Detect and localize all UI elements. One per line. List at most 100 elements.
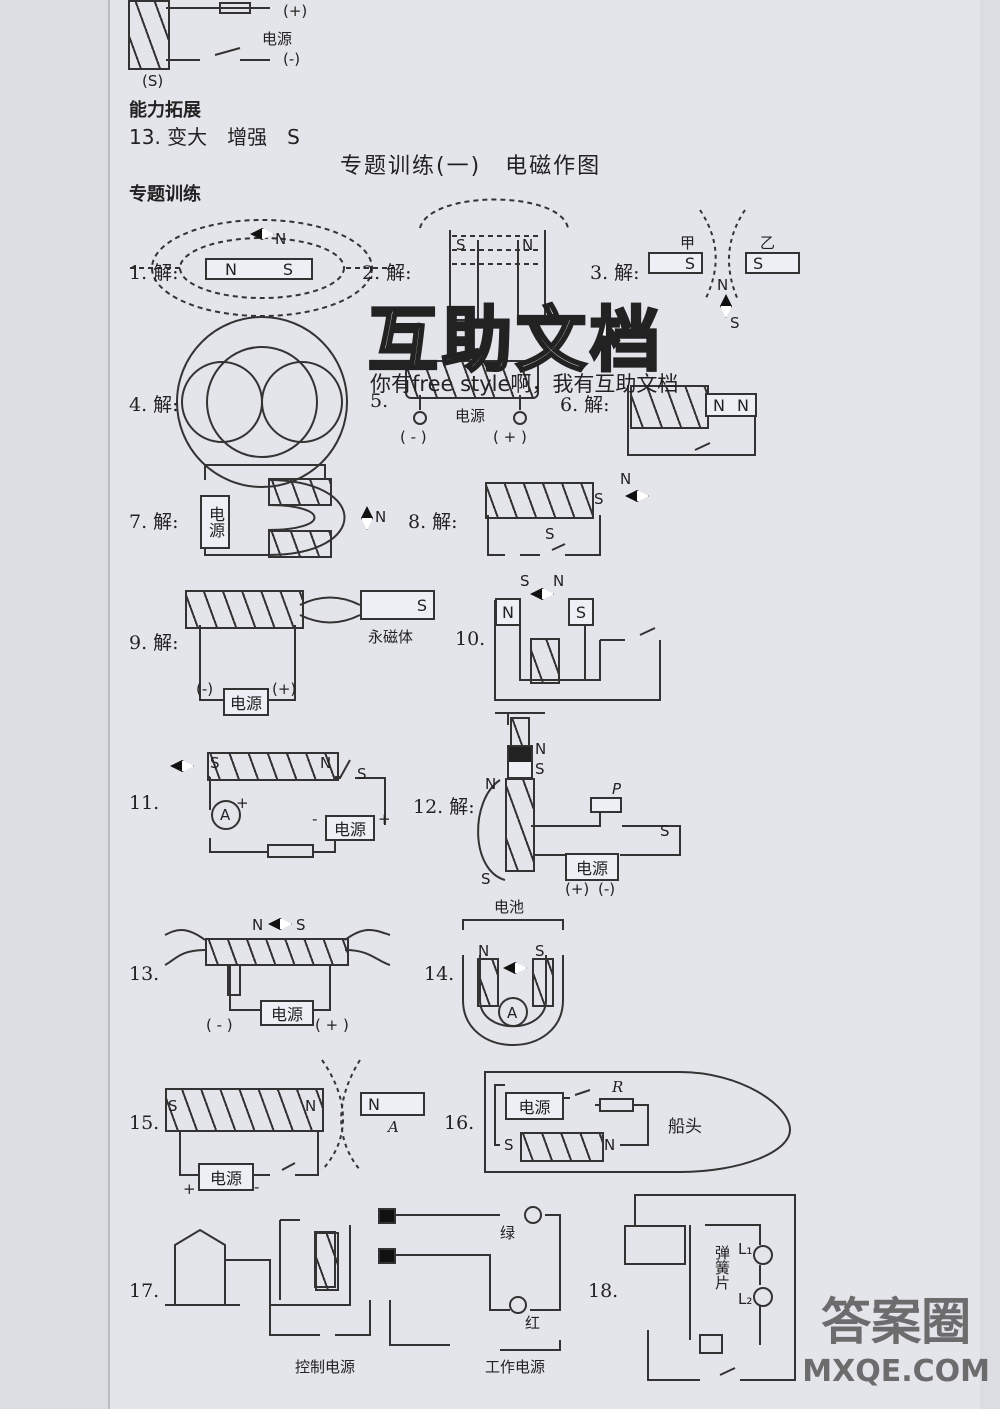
q16-pole-n: N	[604, 1136, 616, 1154]
q12-minus: (-)	[598, 880, 616, 898]
q5-source: 电源	[455, 407, 486, 425]
top-plus: (+)	[283, 2, 308, 20]
q11-ammeter-a: A	[220, 806, 231, 824]
q8-switch-s: S	[545, 525, 555, 543]
q3-needle-n: N	[717, 276, 729, 294]
q10-pole-n: N	[502, 602, 514, 622]
q14-coil-left	[477, 958, 499, 1007]
q16-source-label: 电源	[518, 1098, 551, 1117]
q11-pos: +	[378, 810, 391, 828]
q18-spring-label: 弹簧片	[713, 1245, 731, 1290]
q10-label: 10.	[455, 628, 486, 650]
q15-neg: -	[254, 1178, 260, 1196]
q10-coil	[530, 638, 560, 684]
q14-pole-n: N	[478, 942, 490, 960]
q9-source-label: 电源	[229, 694, 262, 713]
q5-minus: ( - )	[400, 428, 427, 446]
q15-point-a: A	[388, 1118, 399, 1136]
q15-source-label: 电源	[209, 1169, 242, 1188]
q7-source-label: 电源	[206, 506, 225, 538]
q3-label: 3. 解:	[590, 262, 640, 284]
section-title: 能力拓展	[129, 100, 201, 121]
q12-power-source: 电源	[565, 853, 619, 881]
q9-coil	[185, 590, 304, 629]
q8-pole-s: S	[594, 490, 604, 508]
q14-battery: 电池	[494, 898, 525, 916]
q2-label: 2. 解:	[362, 262, 412, 284]
q12-plus: (+)	[565, 880, 590, 898]
q10-pole-s: S	[575, 602, 587, 622]
q13-minus: ( - )	[206, 1016, 233, 1034]
q13-source-label: 电源	[270, 1005, 303, 1024]
q5-plus: ( + )	[493, 428, 527, 446]
q16-power-source: 电源	[505, 1092, 564, 1120]
q16-pole-s: S	[504, 1136, 514, 1154]
q13-coil	[205, 938, 349, 966]
q17-contact-upper	[378, 1208, 396, 1224]
q7-coil-top	[268, 478, 332, 506]
q11-label: 11.	[129, 792, 160, 814]
q2-pole-s: S	[456, 236, 466, 254]
q6-pole-n2: N	[737, 395, 749, 415]
q14-label: 14.	[424, 963, 455, 985]
q14-coil-right	[532, 958, 554, 1007]
watermark-title: 互助文档	[367, 298, 664, 383]
q17-relay-coil	[315, 1232, 339, 1291]
q15-pos: +	[183, 1180, 196, 1198]
q8-coil	[485, 482, 594, 519]
q11-coil	[207, 752, 339, 781]
q17-work-source: 工作电源	[485, 1358, 546, 1376]
q13-plus: ( + )	[315, 1016, 349, 1034]
q14-pole-s: S	[535, 942, 545, 960]
q15-power-source: 电源	[198, 1163, 254, 1191]
q3-needle-s: S	[730, 314, 740, 332]
q1-pole-n: N	[225, 259, 237, 279]
q12-rheostat	[590, 797, 622, 813]
q18-lamp-l2: L₂	[738, 1290, 753, 1308]
q8-needle-n: N	[620, 470, 632, 488]
q7-coil-bottom	[268, 530, 332, 558]
q9-power-source: 电源	[223, 688, 269, 716]
q12-magnet-n: N	[535, 740, 547, 758]
q16-coil	[520, 1132, 604, 1162]
q1-pole-s: S	[282, 259, 293, 279]
q1-bar-magnet: N S	[205, 258, 313, 280]
watermark-slogan: 你有free style啊，我有互助文档	[370, 372, 679, 396]
q11-pole-s: S	[210, 754, 220, 772]
corner-watermark-url: MXQE.COM	[802, 1354, 990, 1389]
q1-needle-n: N	[275, 230, 287, 248]
q3-jia-s: S	[684, 253, 695, 273]
top-coil	[128, 0, 170, 70]
q15-pole-n: N	[305, 1097, 317, 1115]
q2-pole-n: N	[522, 236, 534, 254]
q15-magnet: N	[360, 1092, 425, 1116]
q5-label: 5.	[370, 390, 389, 412]
q9-label: 9. 解:	[129, 632, 179, 654]
q14-compass-needle	[503, 962, 527, 974]
q12-label: 12. 解:	[413, 796, 475, 818]
q11-compass-needle	[170, 760, 194, 772]
page-heading: 专题训练(一) 电磁作图	[340, 154, 602, 179]
q3-magnet-yi: S	[745, 252, 800, 274]
q9-pole-s: S	[416, 595, 427, 615]
q7-power-source: 电源	[200, 495, 230, 549]
q9-minus: (-)	[196, 680, 214, 698]
q6-pole-n: N	[713, 395, 725, 415]
q10-compass-needle	[530, 588, 554, 600]
q15-coil	[165, 1088, 324, 1132]
q15-label: 15.	[129, 1112, 160, 1134]
q12-switch-s: S	[660, 822, 670, 840]
q4-label: 4. 解:	[129, 394, 179, 416]
q15-pole-s: S	[168, 1097, 178, 1115]
q13-needle-n: N	[252, 916, 264, 934]
q12-source-label: 电源	[575, 859, 608, 878]
q3-label-jia: 甲	[680, 234, 696, 252]
q8-label: 8. 解:	[408, 511, 458, 533]
q18-lamp-l1: L₁	[738, 1240, 753, 1258]
q15-magnet-n: N	[368, 1094, 380, 1114]
q9-permanent-magnet: S	[360, 590, 435, 620]
q13-power-source: 电源	[260, 1000, 314, 1026]
q18-label: 18.	[588, 1280, 619, 1302]
q11-source-label: 电源	[333, 820, 366, 839]
